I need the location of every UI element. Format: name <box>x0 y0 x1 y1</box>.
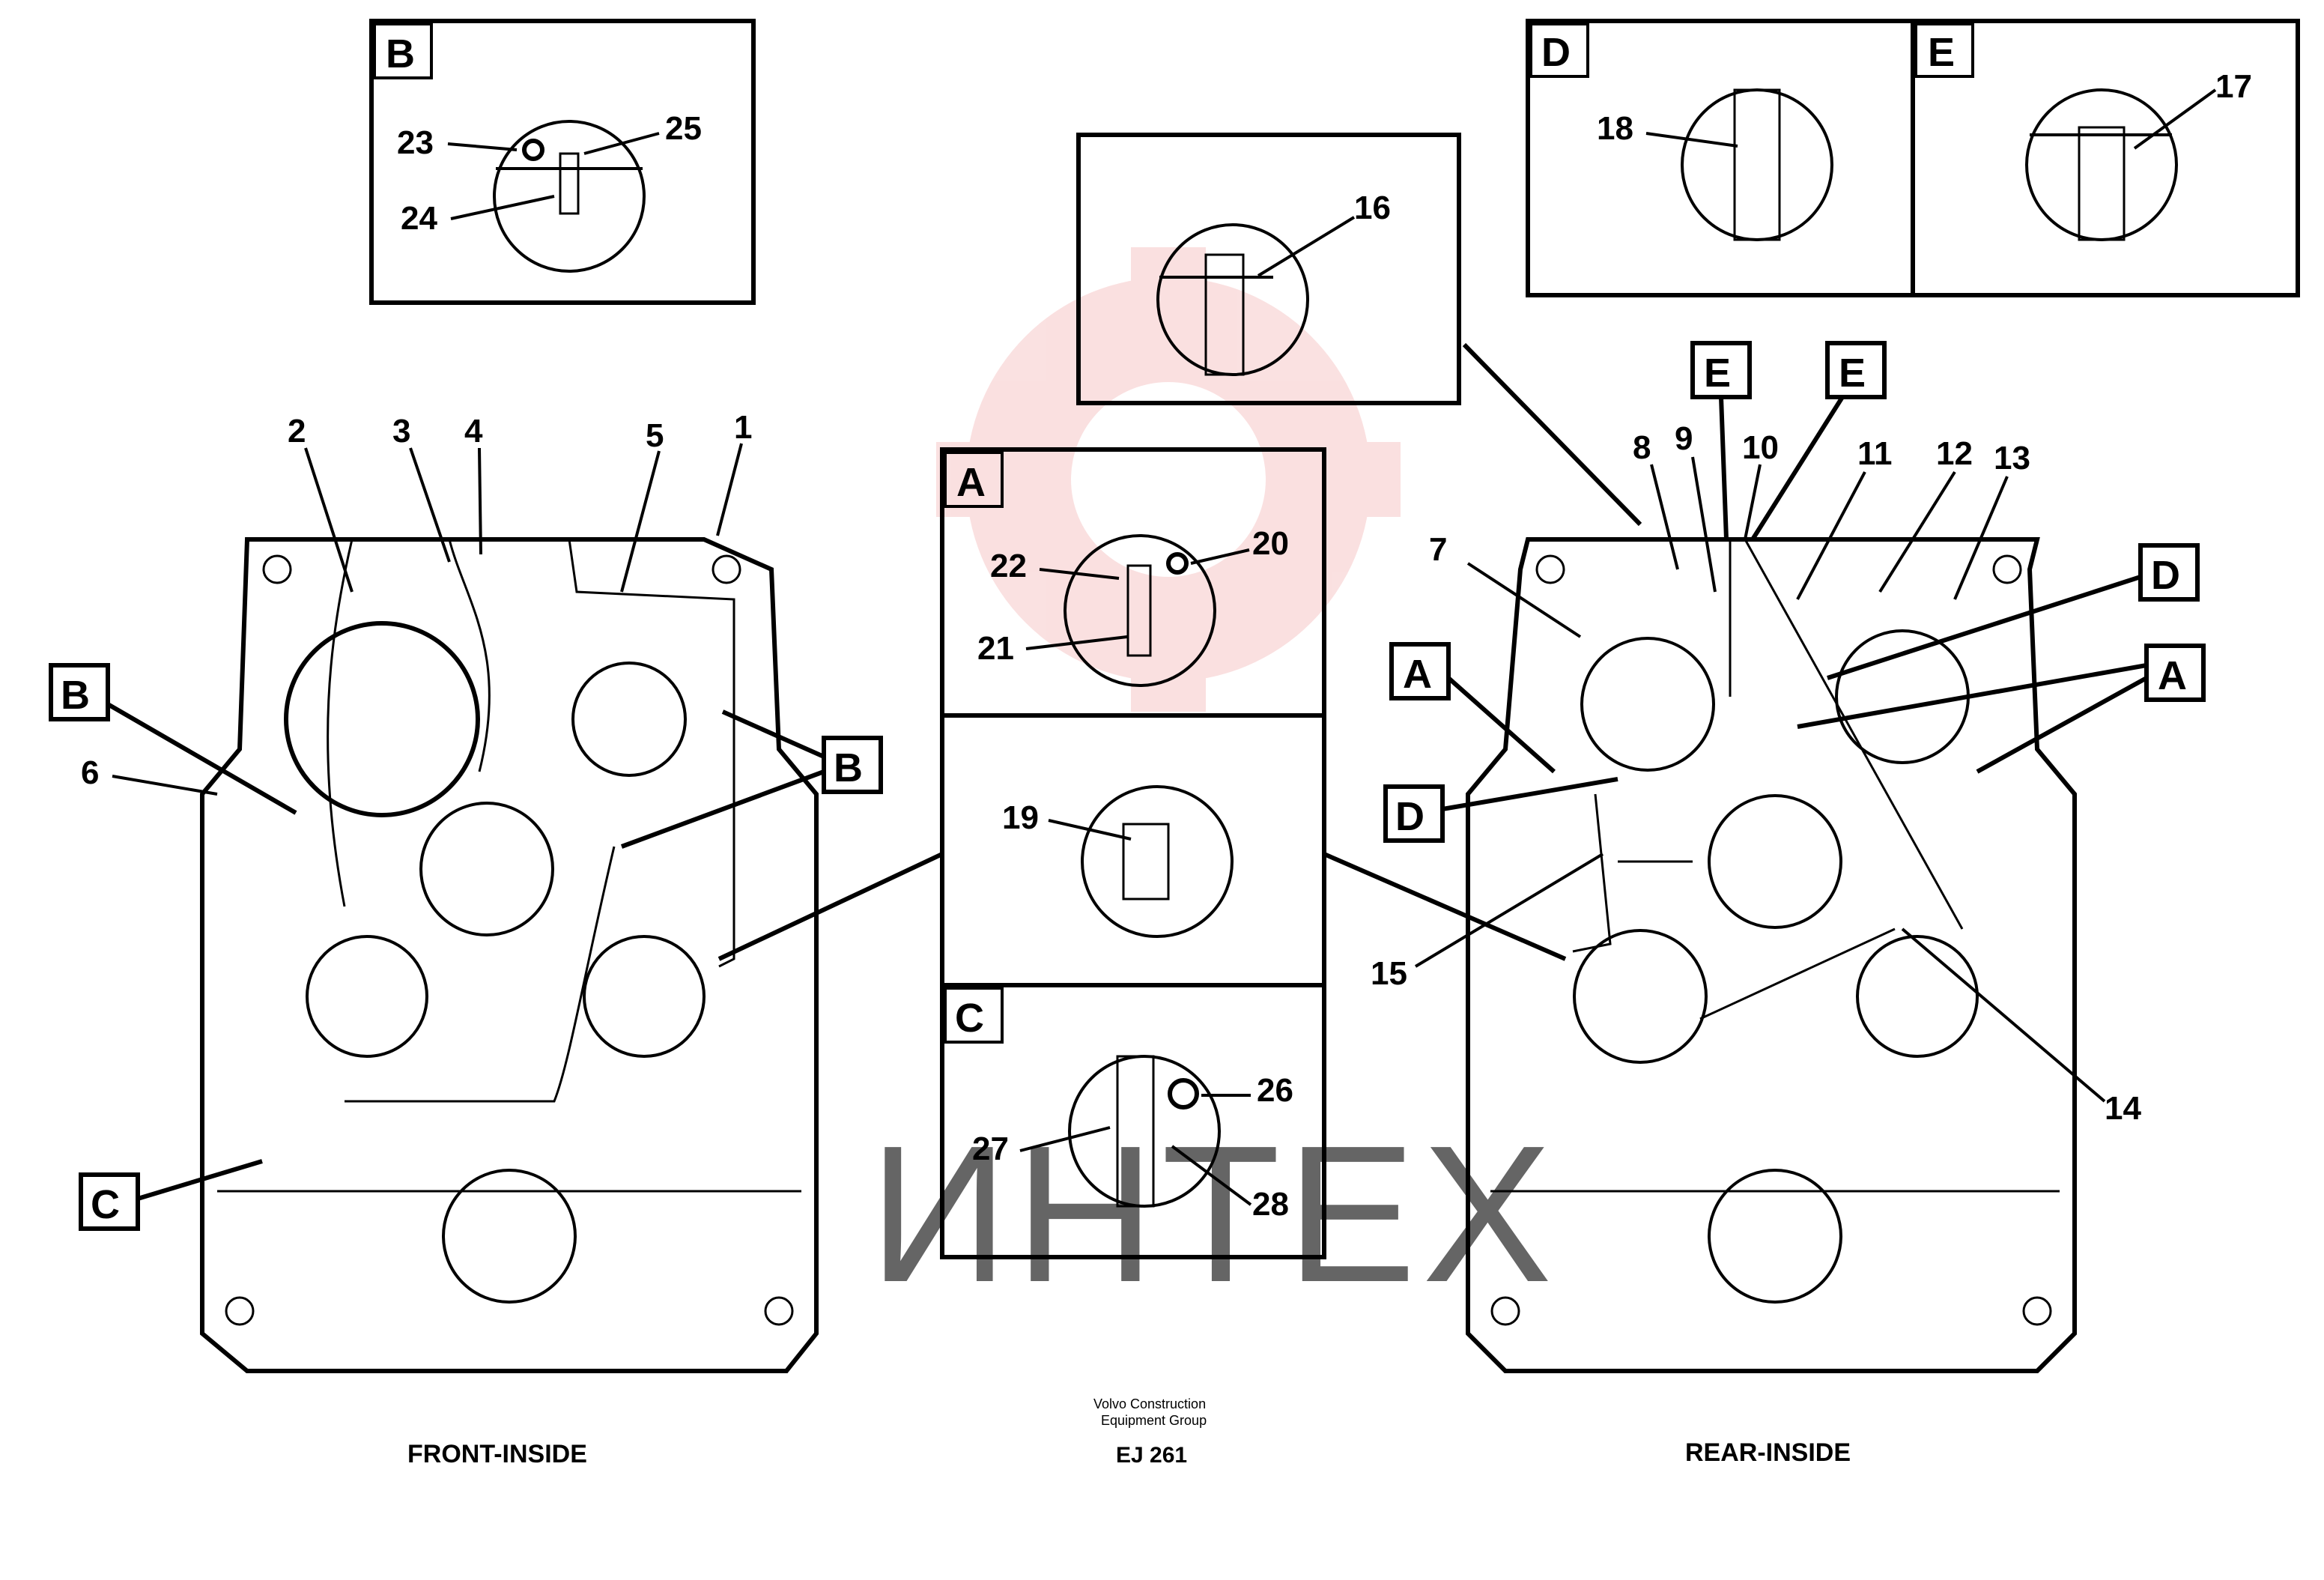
publisher-line1: Volvo Construction <box>1093 1396 1206 1411</box>
callout-27: 27 <box>972 1130 1009 1167</box>
publisher-code: EJ 261 <box>1116 1443 1187 1468</box>
detail-box-b: B 23 25 24 <box>369 19 756 305</box>
rear-marker-e1: E <box>1704 351 1731 396</box>
detail-box-b-label: B <box>386 31 415 76</box>
callout-19: 19 <box>1002 799 1039 836</box>
front-marker-b2: B <box>834 745 863 790</box>
rear-housing <box>1466 537 2077 1373</box>
callout-23: 23 <box>397 124 434 161</box>
callout-7: 7 <box>1429 531 1447 568</box>
callout-16: 16 <box>1354 190 1391 226</box>
callout-6: 6 <box>81 754 99 791</box>
callout-5: 5 <box>646 417 664 454</box>
detail-box-e-label: E <box>1928 30 1955 75</box>
callout-12: 12 <box>1936 435 1973 472</box>
callout-22: 22 <box>990 548 1027 584</box>
callout-26: 26 <box>1257 1072 1293 1109</box>
callout-17: 17 <box>2215 68 2252 105</box>
callout-11: 11 <box>1857 435 1893 472</box>
rear-marker-a2: A <box>2158 653 2187 698</box>
callout-2: 2 <box>288 413 306 450</box>
callout-4: 4 <box>464 413 483 450</box>
callout-1: 1 <box>734 409 752 446</box>
callout-18: 18 <box>1597 110 1633 147</box>
detail-box-c-label: C <box>955 996 984 1041</box>
rear-marker-e2: E <box>1839 351 1866 396</box>
front-marker-b1: B <box>61 673 90 718</box>
callout-28: 28 <box>1252 1186 1289 1223</box>
callout-20: 20 <box>1252 525 1289 562</box>
callout-9: 9 <box>1675 420 1693 457</box>
callout-3: 3 <box>392 413 410 450</box>
detail-box-a-label: A <box>956 460 986 505</box>
callout-21: 21 <box>977 630 1014 667</box>
publisher-line2: Equipment Group <box>1101 1413 1207 1428</box>
callout-8: 8 <box>1633 429 1651 466</box>
callout-14: 14 <box>2105 1090 2141 1127</box>
rear-marker-d1: D <box>2151 553 2180 598</box>
rear-marker-d2: D <box>1395 794 1425 839</box>
callout-25: 25 <box>665 110 702 147</box>
callout-24: 24 <box>401 200 437 237</box>
callout-13: 13 <box>1994 440 2030 476</box>
detail-box-a-c: A 22 20 21 19 C 26 27 28 <box>940 447 1326 1259</box>
detail-box-16: 16 <box>1076 133 1461 405</box>
callout-15: 15 <box>1371 955 1407 992</box>
watermark-gear <box>936 247 1401 712</box>
front-caption: FRONT-INSIDE <box>407 1440 587 1468</box>
front-housing <box>200 537 819 1373</box>
detail-box-de: D E 18 17 <box>1526 19 2300 297</box>
callout-10: 10 <box>1742 429 1779 466</box>
watermark-text: ИНТЕХ <box>869 1106 1558 1323</box>
front-marker-c: C <box>91 1182 120 1227</box>
rear-caption: REAR-INSIDE <box>1685 1438 1851 1467</box>
rear-marker-a1: A <box>1403 652 1432 697</box>
detail-box-d-label: D <box>1541 30 1571 75</box>
